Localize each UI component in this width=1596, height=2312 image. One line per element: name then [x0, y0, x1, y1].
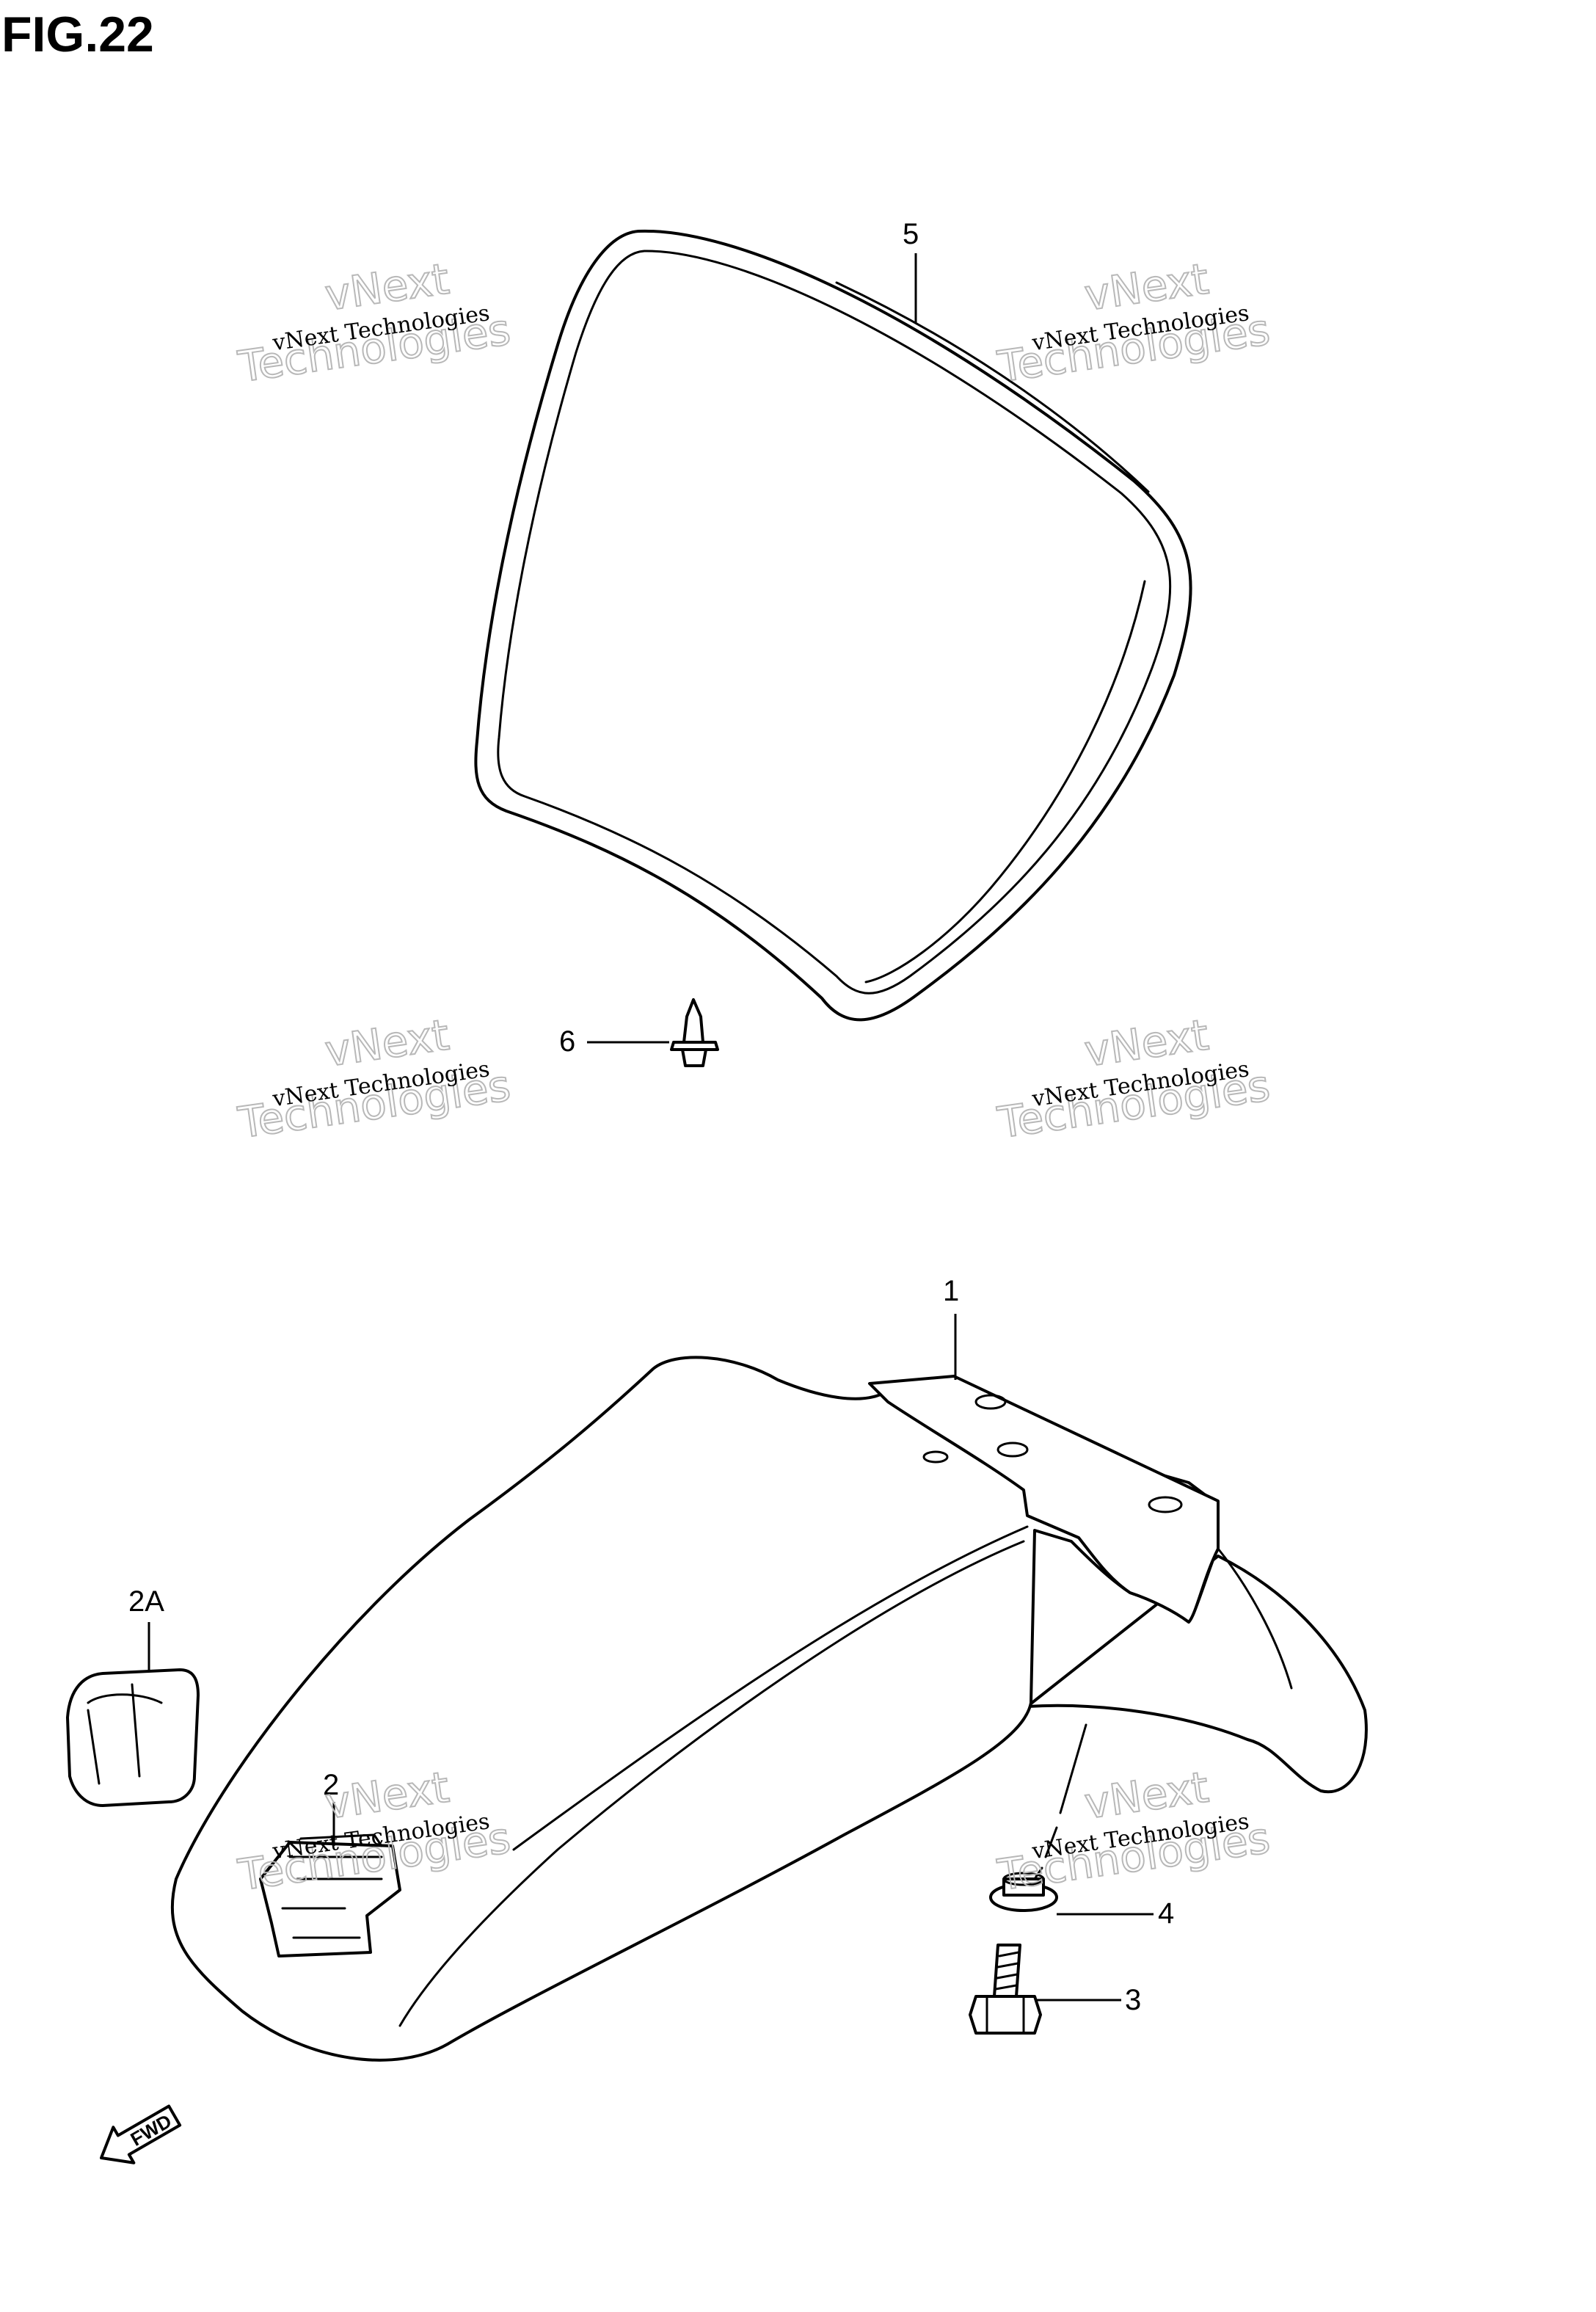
part-2a-emblem	[66, 1668, 200, 1807]
part-5-windscreen	[474, 229, 1192, 1022]
part-2-emblem	[259, 1833, 401, 1957]
watermark: vNext Technologies vNext Technologies	[994, 1009, 1273, 1149]
part-6-clip	[670, 998, 719, 1067]
callout-1: 1	[943, 1275, 959, 1307]
watermark: vNext Technologies vNext Technologies	[234, 253, 514, 393]
mount-hole	[922, 1450, 949, 1464]
part-3-bolt	[969, 1944, 1042, 2035]
part-4-washer	[989, 1872, 1058, 1912]
fwd-arrow: FWD	[100, 2104, 182, 2164]
figure-title: FIG.22	[1, 7, 154, 62]
watermark: vNext Technologies vNext Technologies	[994, 253, 1273, 393]
mount-hole	[996, 1442, 1029, 1458]
assembly-axis	[1033, 1723, 1087, 1880]
mount-hole	[974, 1394, 1007, 1410]
callout-2: 2	[323, 1769, 339, 1801]
callout-5: 5	[903, 218, 919, 250]
part-1-front-fender	[170, 1356, 1368, 2062]
watermark: vNext Technologies vNext Technologies	[994, 1762, 1273, 1901]
callout-3: 3	[1125, 1984, 1141, 2016]
watermark: vNext Technologies vNext Technologies	[234, 1009, 514, 1149]
callout-2a: 2A	[128, 1585, 164, 1618]
callout-6: 6	[559, 1025, 575, 1058]
callout-4: 4	[1158, 1897, 1174, 1930]
mount-hole	[1148, 1496, 1183, 1513]
